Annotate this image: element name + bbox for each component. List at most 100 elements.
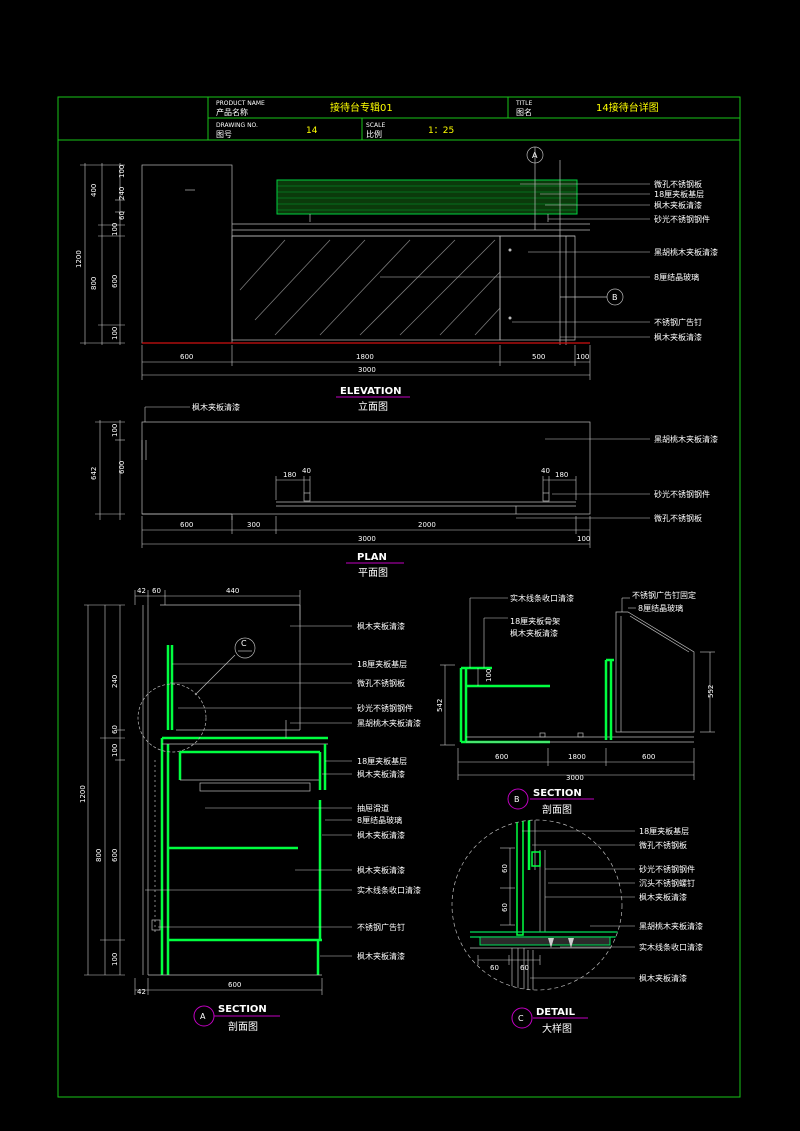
sec-a-label-5: 黑胡桃木夹板清漆 <box>357 718 421 728</box>
plan-dim-b2000: 2000 <box>418 521 436 529</box>
elev-dim-100c: 100 <box>111 327 119 340</box>
plan-dim-b3000: 3000 <box>358 535 376 543</box>
elevation-marker-b: B <box>612 293 618 302</box>
sec-a-label-1: 枫木夹板清漆 <box>357 621 405 631</box>
detail-marker: C <box>518 1014 524 1023</box>
plan-dim-100: 100 <box>111 424 119 437</box>
perforated-panel <box>276 179 578 215</box>
detail-label-5: 枫木夹板清漆 <box>639 892 687 902</box>
elev-dim-100b: 100 <box>111 223 119 236</box>
sec-a-dim-100b: 100 <box>111 953 119 966</box>
elev-label-3: 枫木夹板清漆 <box>654 200 702 210</box>
elev-label-1: 微孔不锈钢板 <box>654 179 702 189</box>
elev-label-7: 不锈钢广告钉 <box>654 317 702 327</box>
plan-title-en: PLAN <box>357 552 387 563</box>
elev-dim-b1800: 1800 <box>356 353 374 361</box>
plan-dim-40b: 40 <box>541 467 550 475</box>
sec-a-dim-b600: 600 <box>228 981 241 989</box>
detail-dim-60b: 60 <box>501 903 509 912</box>
sec-a-label-3: 微孔不锈钢板 <box>357 678 405 688</box>
sec-a-dim-600: 600 <box>111 849 119 862</box>
sec-a-label-11: 枫木夹板清漆 <box>357 865 405 875</box>
plan-label-2: 砂光不锈钢钢件 <box>654 489 710 499</box>
sec-b-label-2: 18厘夹板骨架 <box>510 616 560 626</box>
sec-a-label-9: 8厘结晶玻璃 <box>357 815 402 825</box>
elevation-title-en: ELEVATION <box>340 386 401 397</box>
sec-a-label-8: 抽屉滑道 <box>357 803 389 813</box>
plan-dim-642: 642 <box>90 467 98 480</box>
sec-a-dim-60: 60 <box>152 587 161 595</box>
plan-dim-b600: 600 <box>180 521 193 529</box>
elevation-title-cn: 立面图 <box>358 400 388 413</box>
title-label-cn: 图名 <box>516 107 532 117</box>
elev-label-6: 8厘结晶玻璃 <box>654 272 699 282</box>
sec-a-label-6: 18厘夹板基层 <box>357 756 407 766</box>
plan-title-cn: 平面图 <box>358 567 388 579</box>
elev-label-2: 18厘夹板基层 <box>654 189 704 199</box>
detail-label-3: 砂光不锈钢钢件 <box>639 864 695 874</box>
sec-a-dim-42: 42 <box>137 587 146 595</box>
sec-a-label-14: 枫木夹板清漆 <box>357 951 405 961</box>
elev-label-8: 枫木夹板清漆 <box>654 332 702 342</box>
detail-dim-60a: 60 <box>501 864 509 873</box>
sec-a-label-12: 实木线条收口清漆 <box>357 885 421 895</box>
elev-dim-60: 60 <box>118 211 126 220</box>
sec-b-title-cn: 剖面图 <box>542 803 572 816</box>
plan-dim-40a: 40 <box>302 467 311 475</box>
product-name-value: 接待台专辑01 <box>330 101 393 114</box>
sec-b-dim-600a: 600 <box>495 753 508 761</box>
sec-b-label-4: 不锈钢广告钉固定 <box>632 590 696 600</box>
sec-b-dim-3000: 3000 <box>566 774 584 782</box>
detail-label-2: 微孔不锈钢板 <box>639 840 687 850</box>
sheet-frame <box>57 96 741 1098</box>
sec-b-title-en: SECTION <box>533 788 582 799</box>
sec-a-dim-b42: 42 <box>137 988 146 996</box>
drawing-no-label-cn: 图号 <box>216 130 232 139</box>
section-b-view: 542 100 552 600 1800 600 3000 实木线条收口清漆 1… <box>436 590 715 816</box>
elev-dim-600: 600 <box>111 275 119 288</box>
sec-b-dim-552: 552 <box>707 685 715 698</box>
plan-dim-180a: 180 <box>283 471 296 479</box>
detail-label-4: 沉头不锈钢螺钉 <box>639 878 695 888</box>
drawing-no-value: 14 <box>306 126 318 136</box>
plan-label-3: 微孔不锈钢板 <box>654 513 702 523</box>
elev-dim-b500: 500 <box>532 353 545 361</box>
sec-b-label-3: 枫木夹板清漆 <box>510 628 558 638</box>
sec-a-detail-marker-c: C <box>241 639 247 648</box>
plan-top-label: 枫木夹板清漆 <box>192 402 240 412</box>
sec-b-label-1: 实木线条收口清漆 <box>510 593 574 603</box>
sec-b-label-5: 8厘结晶玻璃 <box>638 603 683 613</box>
elevation-view: A B 400 240 100 60 100 1200 800 600 100 … <box>75 146 718 413</box>
product-name-label-en: PRODUCT NAME <box>216 100 265 107</box>
scale-value: 1：25 <box>428 126 454 136</box>
detail-label-6: 黑胡桃木夹板清漆 <box>639 921 703 931</box>
sec-a-label-7: 枫木夹板清漆 <box>357 769 405 779</box>
sec-a-dim-800: 800 <box>95 849 103 862</box>
elev-dim-b3000: 3000 <box>358 366 376 374</box>
sec-a-label-13: 不锈钢广告钉 <box>357 922 405 932</box>
scale-label-cn: 比例 <box>366 129 382 139</box>
sec-b-dim-542: 542 <box>436 699 444 712</box>
detail-title-cn: 大样图 <box>542 1022 572 1035</box>
title-value: 14接待台详图 <box>596 101 659 114</box>
drawing-no-label-en: DRAWING NO. <box>216 122 258 129</box>
sec-a-dim-60b: 60 <box>111 725 119 734</box>
product-name-label-cn: 产品名称 <box>216 107 248 117</box>
detail-label-1: 18厘夹板基层 <box>639 826 689 836</box>
sec-a-dim-440: 440 <box>226 587 239 595</box>
sec-a-label-4: 砂光不锈钢钢件 <box>357 703 413 713</box>
elev-dim-240: 240 <box>118 187 126 200</box>
sec-a-title-en: SECTION <box>218 1004 267 1015</box>
elev-dim-800: 800 <box>90 277 98 290</box>
sec-b-dim-100: 100 <box>485 669 493 682</box>
sec-b-dim-600b: 600 <box>642 753 655 761</box>
plan-dim-b300: 300 <box>247 521 260 529</box>
elev-dim-400: 400 <box>90 184 98 197</box>
sec-a-marker: A <box>200 1012 206 1021</box>
elev-dim-b100: 100 <box>576 353 589 361</box>
plan-view: 枫木夹板清漆 100 642 600 180 40 40 180 600 300 <box>90 402 718 579</box>
sec-a-label-2: 18厘夹板基层 <box>357 659 407 669</box>
elev-dim-100a: 100 <box>118 165 126 178</box>
plan-dim-600: 600 <box>118 461 126 474</box>
